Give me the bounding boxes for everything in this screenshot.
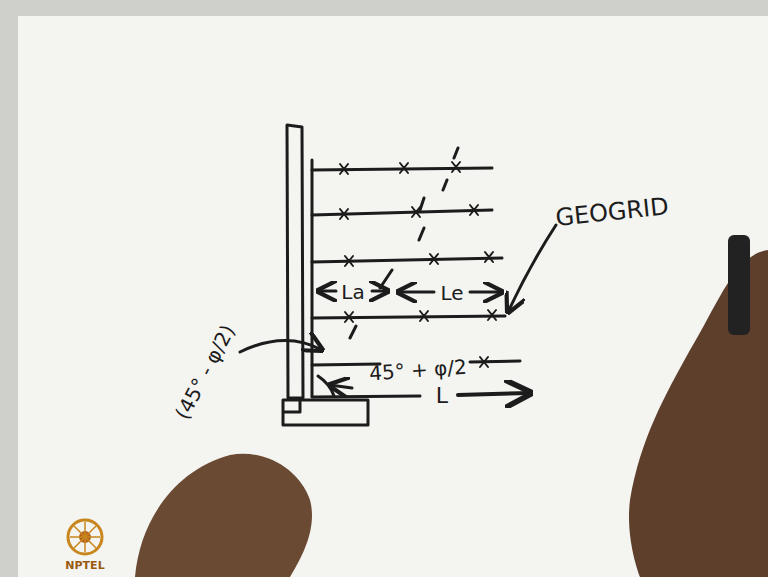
- dimension-arrow: [470, 291, 502, 294]
- footing: [283, 400, 368, 425]
- length-arrow: [458, 393, 530, 395]
- dimension-arrow: [318, 290, 336, 293]
- wall-face: [311, 160, 314, 396]
- leader-arrow: [240, 340, 322, 352]
- geogrid-layer: [312, 316, 505, 318]
- grid-nodes: [340, 162, 496, 367]
- logo: [68, 520, 102, 554]
- dimension-arrow: [398, 291, 434, 294]
- hand: [135, 454, 312, 577]
- angle-label: 45° + φ/2: [369, 357, 468, 384]
- dimension-label: La: [341, 282, 364, 302]
- geogrid-layer: [312, 210, 492, 215]
- dimension-label: L: [436, 385, 448, 407]
- marker-pen: [728, 235, 750, 335]
- dimension-arrow: [372, 290, 388, 293]
- leader-arrow: [508, 225, 556, 312]
- failure-plane: [350, 148, 458, 338]
- geogrid-layer: [312, 258, 502, 262]
- wall-panel: [287, 125, 303, 398]
- dimension-label: Le: [440, 283, 463, 303]
- paper: [18, 16, 768, 577]
- geogrid-layer: [312, 396, 420, 397]
- watermark: NPTEL: [65, 560, 104, 571]
- leader-arrow: [330, 385, 352, 388]
